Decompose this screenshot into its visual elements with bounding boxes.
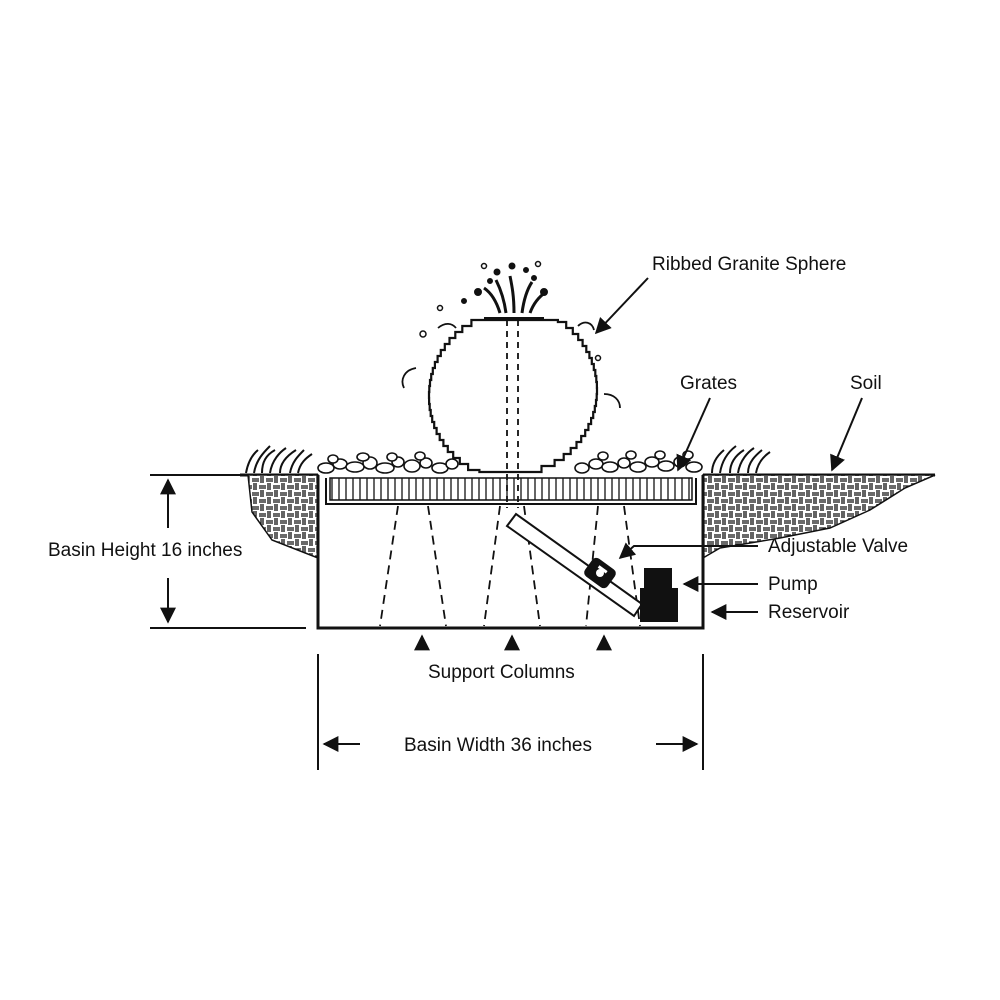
soil-leader-arrow	[830, 397, 863, 472]
water-droplet-arcs	[401, 321, 621, 409]
sphere-leader-arrow	[594, 277, 649, 335]
adjustable-valve	[584, 557, 616, 589]
label-valve: Adjustable Valve	[768, 536, 908, 557]
label-reservoir: Reservoir	[768, 602, 850, 623]
valve-leader-arrow	[618, 542, 758, 560]
label-soil: Soil	[850, 373, 882, 394]
pebbles-right	[574, 450, 703, 474]
label-basin-width: Basin Width 36 inches	[404, 735, 592, 756]
ribbed-granite-sphere	[427, 317, 599, 474]
label-support-columns: Support Columns	[428, 662, 575, 683]
water-splash	[419, 260, 602, 362]
soil-left	[247, 474, 319, 560]
pump	[640, 568, 678, 622]
label-sphere: Ribbed Granite Sphere	[652, 254, 846, 275]
supply-pipe	[505, 512, 644, 618]
grass-tuft-left	[245, 445, 313, 474]
leader-arrows	[414, 277, 863, 651]
basin-reservoir	[316, 475, 705, 630]
grass-tuft-right	[711, 445, 771, 474]
label-pump: Pump	[768, 574, 818, 595]
soil-right	[702, 474, 936, 560]
grates	[329, 477, 693, 501]
pebbles-left	[317, 451, 459, 474]
height-dimension	[150, 474, 306, 629]
width-dimension	[317, 654, 704, 770]
label-grates: Grates	[680, 373, 737, 394]
grates-leader-arrow	[676, 397, 711, 472]
label-basin-height: Basin Height 16 inches	[48, 540, 242, 561]
center-water-pipe	[506, 320, 519, 508]
